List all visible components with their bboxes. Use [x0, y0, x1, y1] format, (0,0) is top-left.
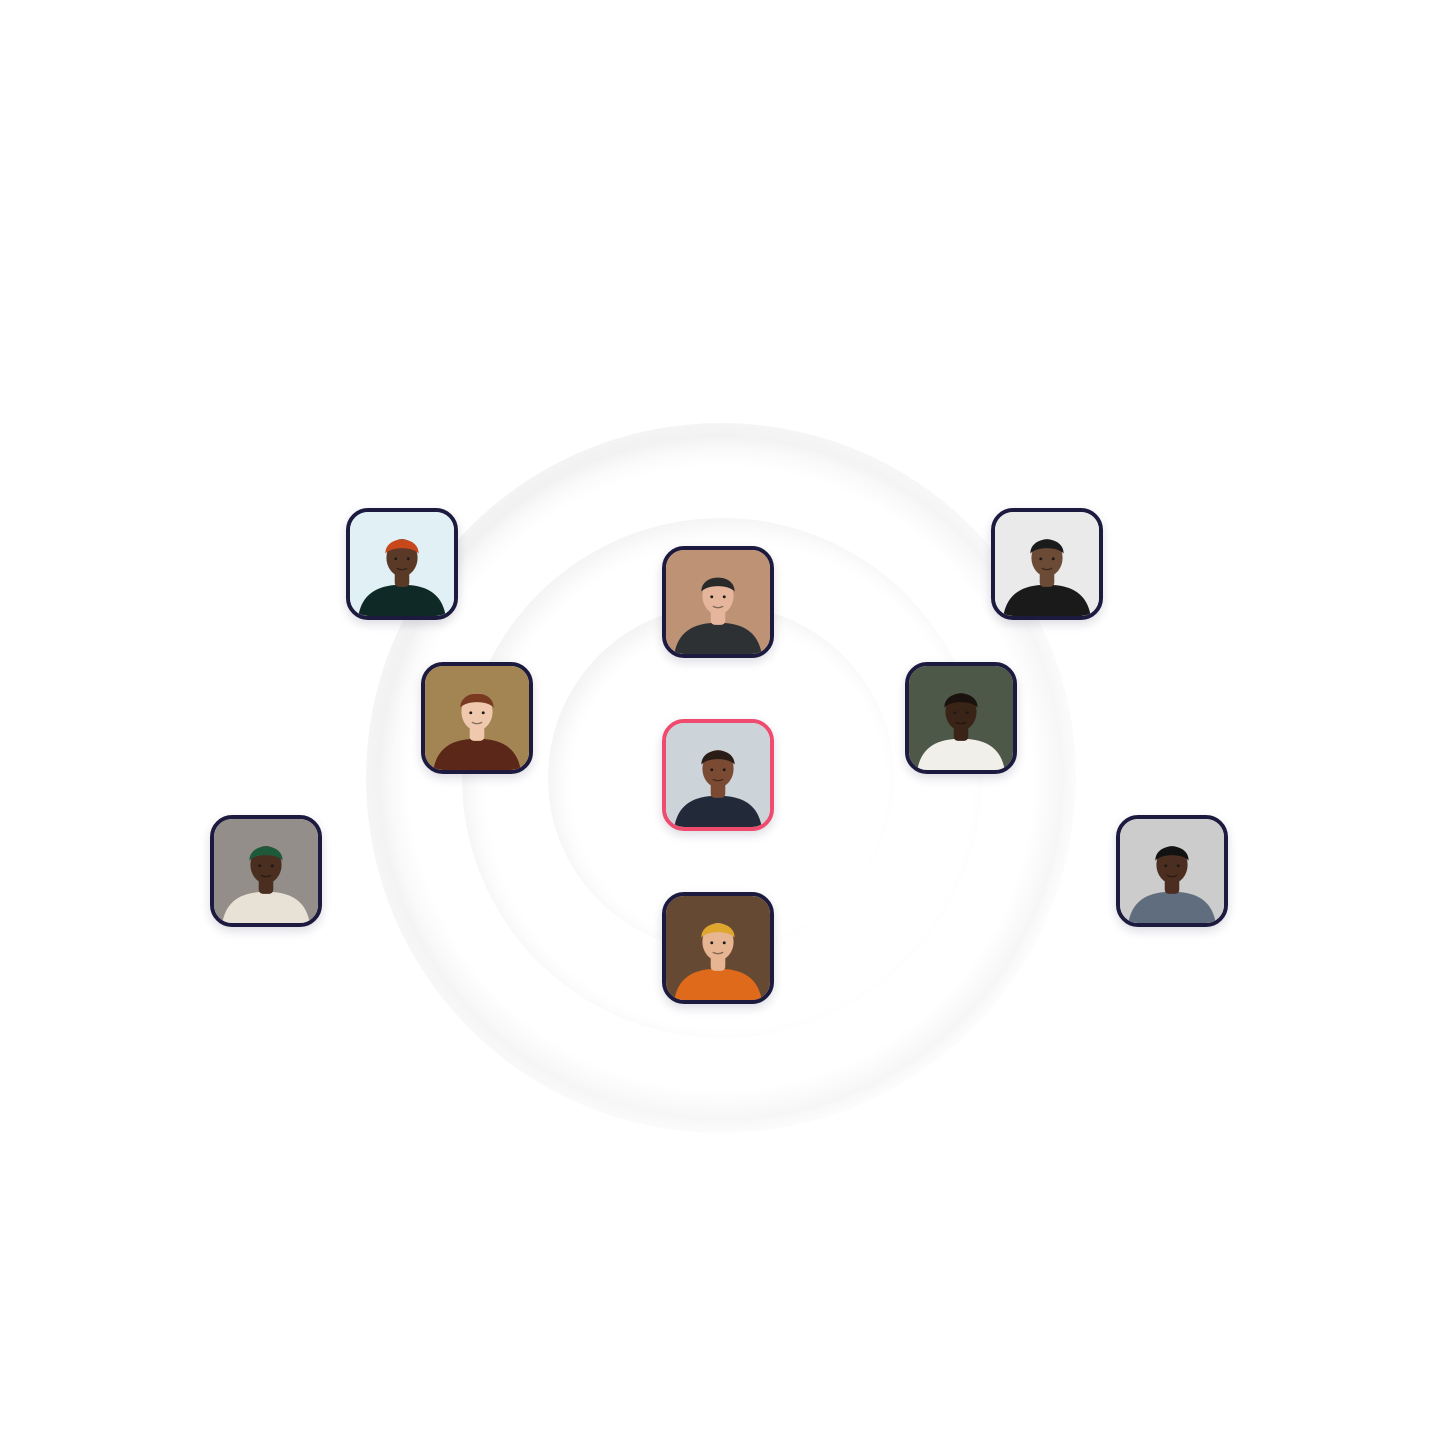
- portrait-eye-left: [710, 768, 714, 772]
- portrait-eye-right: [722, 595, 726, 599]
- portrait-eye-left: [1164, 864, 1168, 868]
- portrait-hat: [701, 750, 735, 765]
- portrait-shirt: [917, 738, 1005, 770]
- participant-avatar-middle-right[interactable]: [905, 662, 1017, 774]
- portrait-eye-right: [481, 711, 485, 715]
- portrait-eye-right: [965, 711, 969, 715]
- portrait-mouth: [712, 778, 724, 782]
- portrait-mouth: [260, 874, 272, 878]
- portrait-mouth: [955, 721, 967, 725]
- portrait-photo: [214, 819, 318, 923]
- portrait-eye-left: [258, 864, 262, 868]
- portrait-hat: [1155, 846, 1189, 861]
- portrait-shirt: [1003, 584, 1091, 616]
- portrait-mouth: [712, 951, 724, 955]
- portrait-mouth: [1166, 874, 1178, 878]
- portrait-mouth: [1041, 567, 1053, 571]
- participant-avatar-middle-left[interactable]: [421, 662, 533, 774]
- portrait-shirt: [674, 968, 762, 1000]
- portrait-shirt: [433, 738, 521, 770]
- portrait-eye-right: [1176, 864, 1180, 868]
- portrait-photo: [666, 896, 770, 1000]
- portrait-eye-left: [1039, 557, 1043, 561]
- portrait-photo: [350, 512, 454, 616]
- portrait-eye-left: [469, 711, 473, 715]
- portrait-eye-left: [953, 711, 957, 715]
- portrait-hat: [249, 846, 283, 861]
- participant-avatar-top-left[interactable]: [346, 508, 458, 620]
- portrait-eye-right: [722, 941, 726, 945]
- participant-avatar-bottom-center[interactable]: [662, 892, 774, 1004]
- portrait-hat: [701, 577, 735, 592]
- portrait-shirt: [222, 891, 310, 923]
- portrait-mouth: [712, 605, 724, 609]
- portrait-shirt: [358, 584, 446, 616]
- portrait-eye-left: [710, 595, 714, 599]
- portrait-hat: [1030, 539, 1064, 554]
- participant-avatar-top-right[interactable]: [991, 508, 1103, 620]
- participant-avatar-top-center[interactable]: [662, 546, 774, 658]
- portrait-eye-right: [406, 557, 410, 561]
- portrait-eye-right: [270, 864, 274, 868]
- portrait-shirt: [1128, 891, 1216, 923]
- portrait-shirt: [674, 622, 762, 654]
- portrait-mouth: [396, 567, 408, 571]
- portrait-photo: [995, 512, 1099, 616]
- portrait-hat: [385, 539, 419, 554]
- speaker-avatar-center[interactable]: [662, 719, 774, 831]
- portrait-shirt: [674, 795, 762, 827]
- portrait-photo: [1120, 819, 1224, 923]
- participant-avatar-bottom-left[interactable]: [210, 815, 322, 927]
- portrait-photo: [909, 666, 1013, 770]
- participant-avatar-bottom-right[interactable]: [1116, 815, 1228, 927]
- portrait-hat: [460, 693, 494, 708]
- portrait-mouth: [471, 721, 483, 725]
- portrait-eye-left: [710, 941, 714, 945]
- portrait-photo: [666, 550, 770, 654]
- portrait-hat: [701, 923, 735, 938]
- portrait-photo: [425, 666, 529, 770]
- portrait-eye-right: [1051, 557, 1055, 561]
- portrait-eye-right: [722, 768, 726, 772]
- portrait-hat: [944, 693, 978, 708]
- portrait-eye-left: [394, 557, 398, 561]
- portrait-photo: [666, 723, 770, 827]
